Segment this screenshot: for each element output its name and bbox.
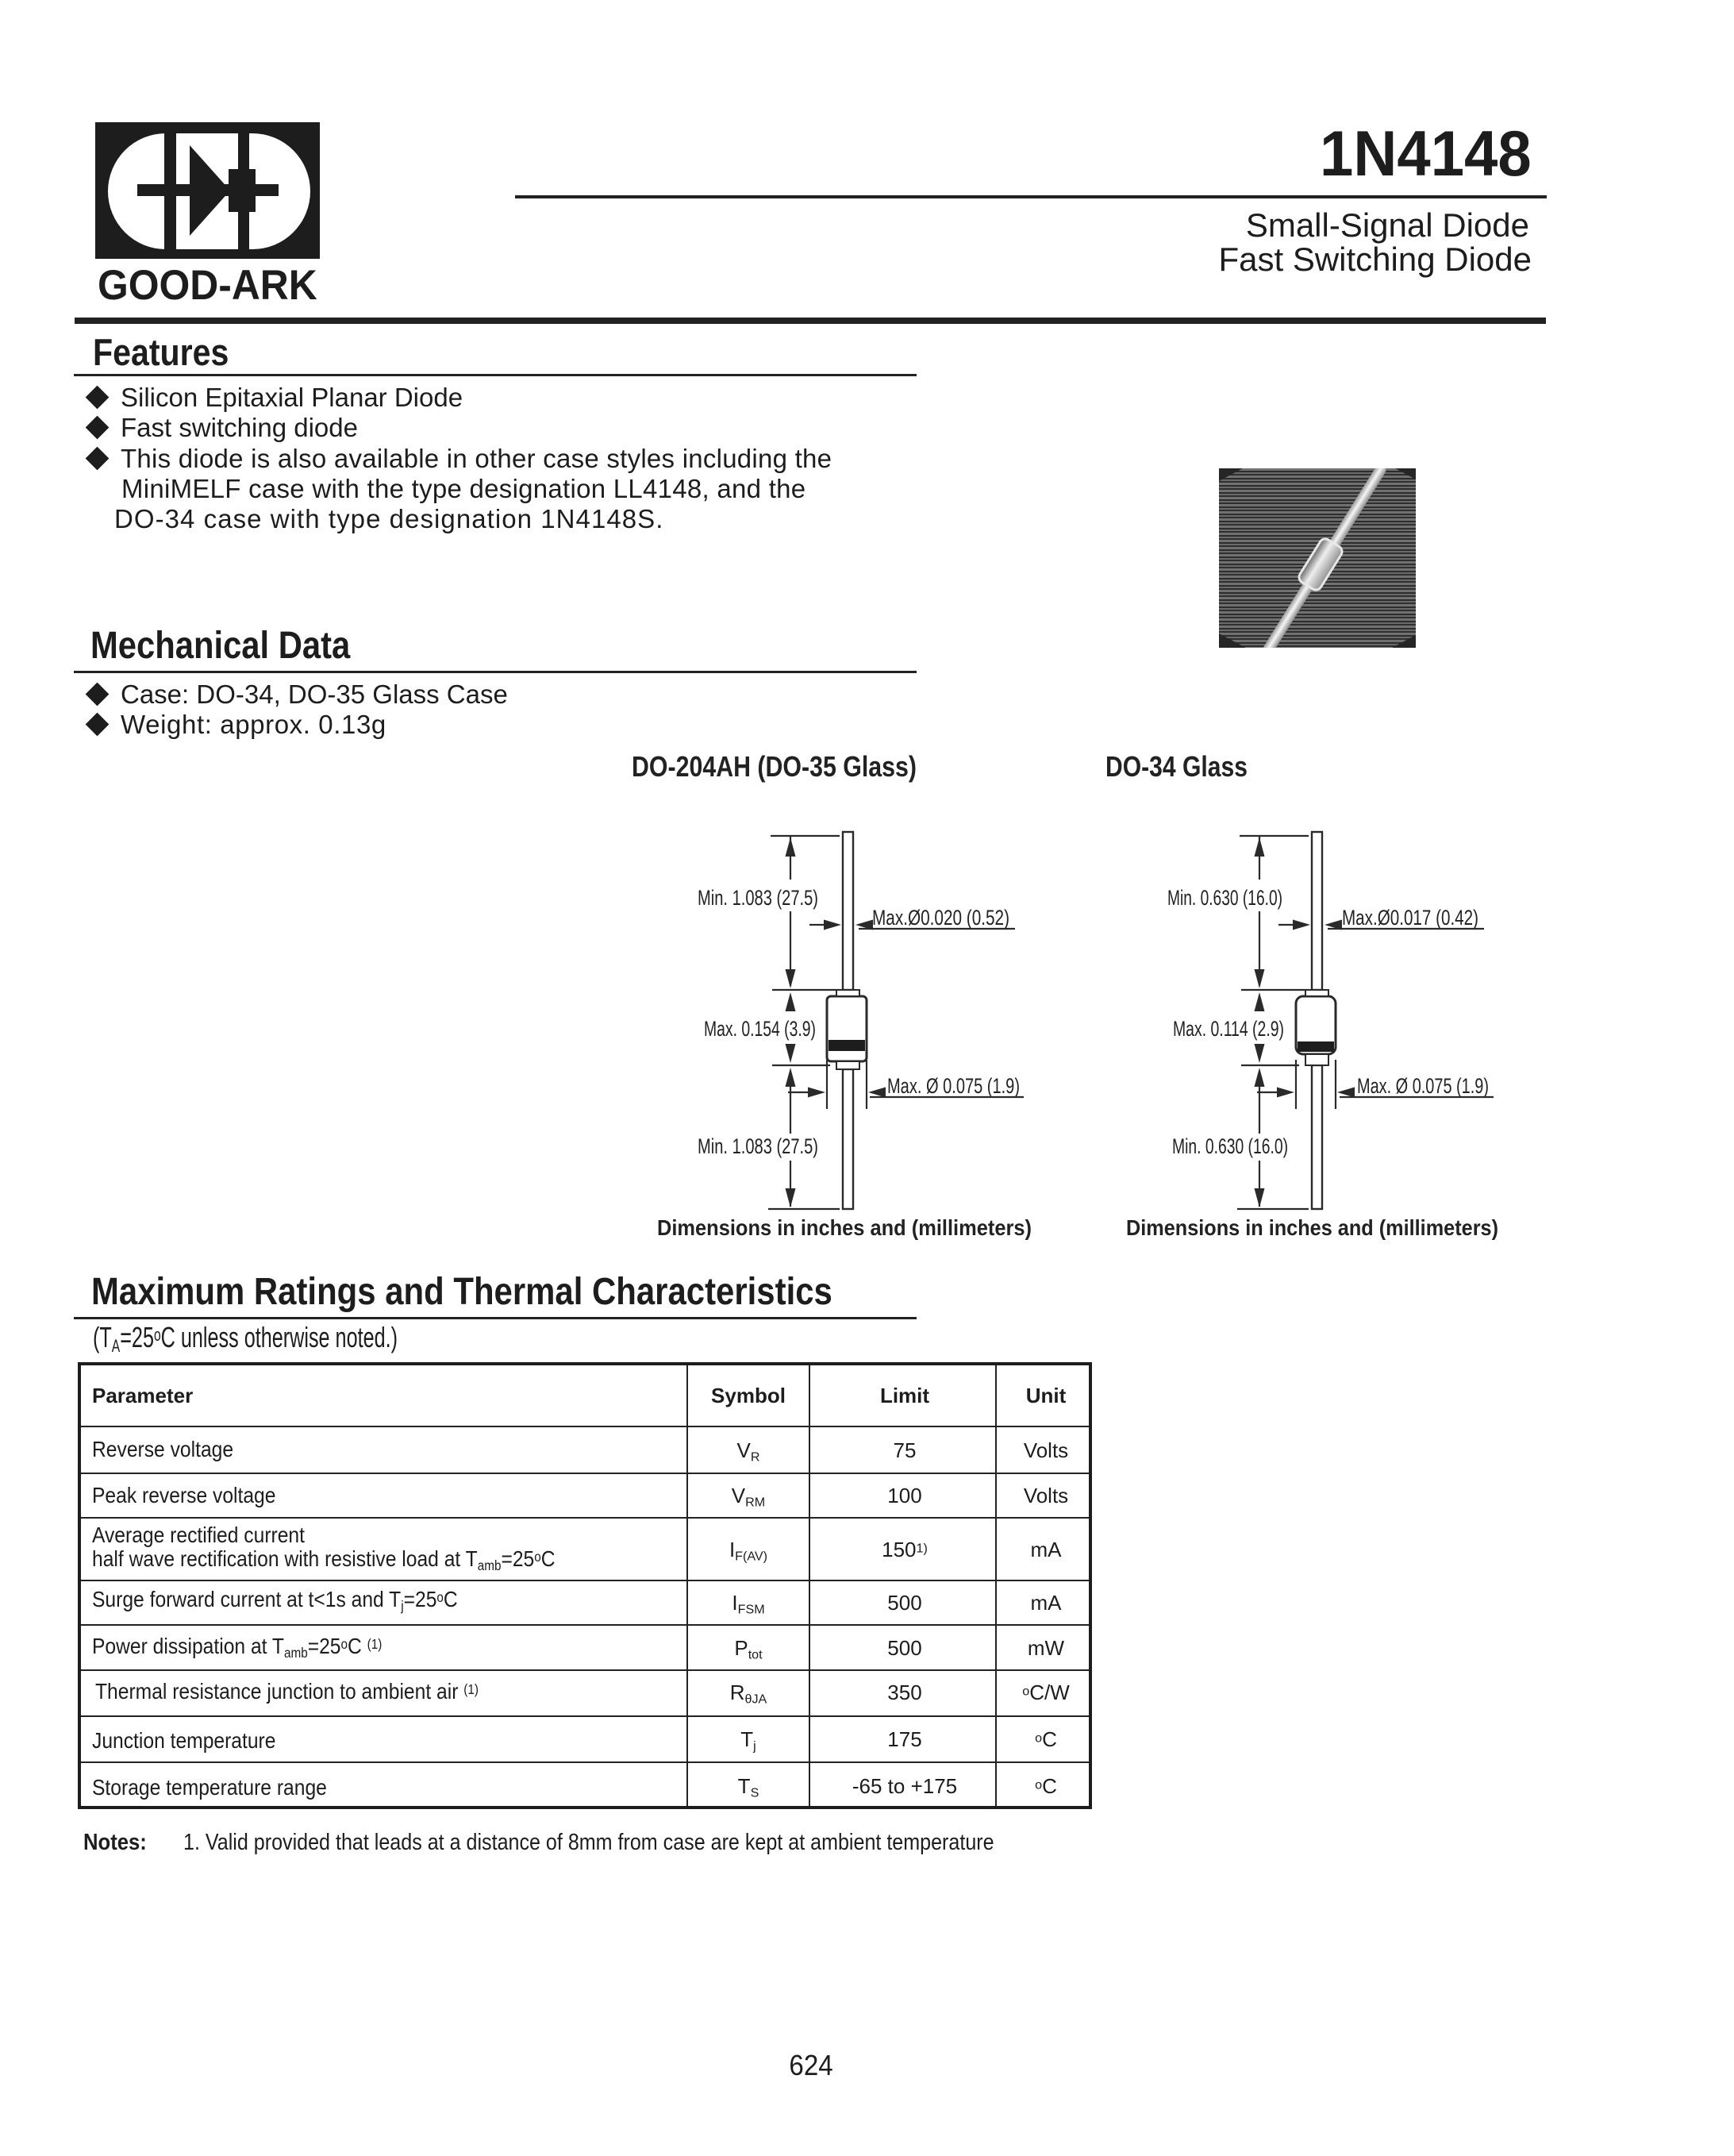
svg-text:Dimensions in inches and (mill: Dimensions in inches and (millimeters) bbox=[1126, 1215, 1498, 1240]
svg-text:Max.Ø0.020 (0.52): Max.Ø0.020 (0.52) bbox=[872, 906, 1009, 930]
svg-text:Min. 0.630 (16.0): Min. 0.630 (16.0) bbox=[1172, 1134, 1288, 1158]
svg-text:Max. Ø 0.075 (1.9): Max. Ø 0.075 (1.9) bbox=[1357, 1074, 1489, 1098]
svg-text:Max. 0.114 (2.9): Max. 0.114 (2.9) bbox=[1173, 1017, 1284, 1041]
svg-text:Min. 1.083 (27.5): Min. 1.083 (27.5) bbox=[698, 1134, 818, 1158]
svg-text:Max. 0.154 (3.9): Max. 0.154 (3.9) bbox=[704, 1017, 816, 1041]
svg-text:DO-34 Glass: DO-34 Glass bbox=[1105, 750, 1248, 783]
svg-text:Max. Ø 0.075 (1.9): Max. Ø 0.075 (1.9) bbox=[887, 1074, 1020, 1098]
svg-text:Max.Ø0.017 (0.42): Max.Ø0.017 (0.42) bbox=[1342, 906, 1478, 930]
svg-text:Min. 0.630 (16.0): Min. 0.630 (16.0) bbox=[1167, 886, 1282, 910]
svg-text:Dimensions in inches and (mill: Dimensions in inches and (millimeters) bbox=[657, 1215, 1032, 1240]
svg-text:DO-204AH (DO-35 Glass): DO-204AH (DO-35 Glass) bbox=[632, 750, 917, 783]
svg-text:Min. 1.083 (27.5): Min. 1.083 (27.5) bbox=[698, 886, 818, 910]
